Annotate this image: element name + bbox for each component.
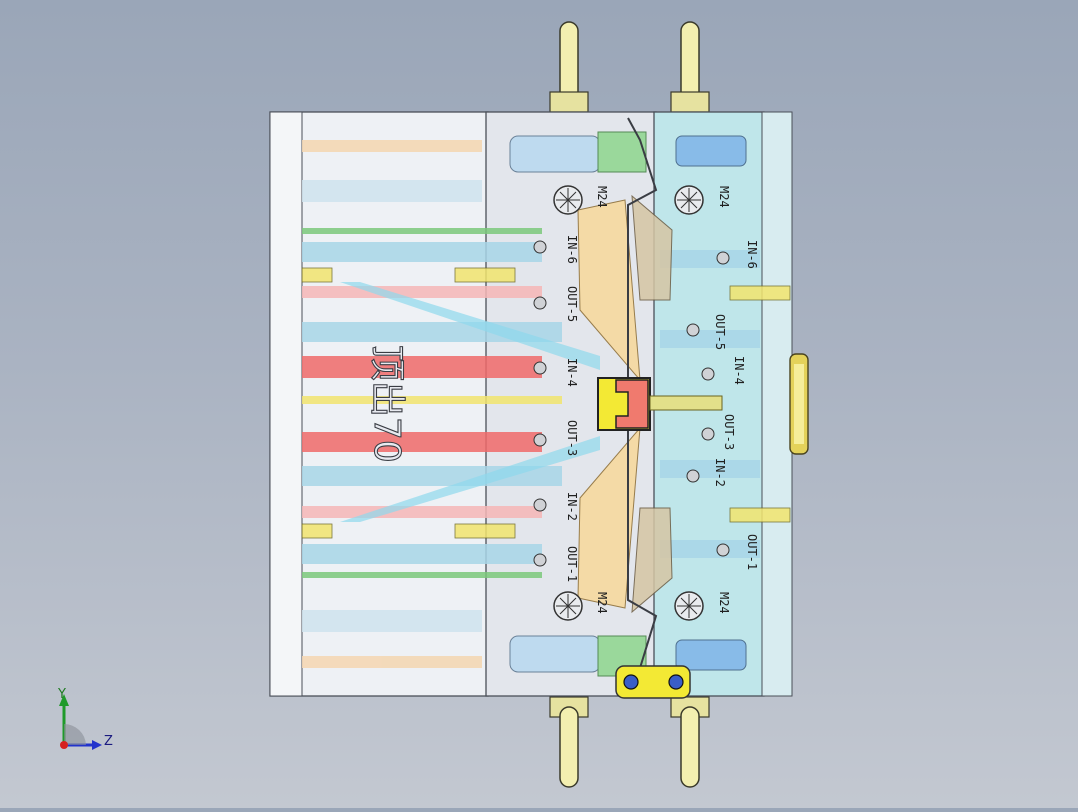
port-label-left: OUT-1 [565, 546, 579, 582]
port-label-left: OUT-3 [565, 420, 579, 456]
port-label-left: IN-6 [565, 235, 579, 264]
lifting-eye-icon [549, 696, 589, 788]
port-label-right: IN-2 [713, 458, 727, 487]
port-label-left: M24 [595, 186, 609, 208]
triad-arc [64, 724, 86, 745]
port-label-right: OUT-3 [722, 414, 736, 450]
engraving-text: 顶出70 [366, 345, 407, 463]
screw-head-icon [674, 185, 704, 215]
port-label-right: IN-4 [732, 356, 746, 385]
port-label-right: M24 [717, 592, 731, 614]
center-insert [615, 379, 649, 429]
left-outer-rail [269, 111, 303, 697]
port-label-left: IN-4 [565, 358, 579, 387]
screw-head-icon [674, 591, 704, 621]
cooling-channels [301, 131, 791, 677]
right-outer-rail [761, 111, 793, 697]
lifting-eye-icon [549, 21, 589, 113]
lifting-eye-icon [670, 696, 710, 788]
lifting-eye-icon [670, 21, 710, 113]
sprue-bar [649, 395, 723, 411]
y-axis-arrow-icon [59, 694, 69, 706]
port-label-right: IN-6 [745, 240, 759, 269]
port-label-right: OUT-5 [713, 314, 727, 350]
cavity-insert [577, 194, 673, 614]
screw-head-icon [553, 591, 583, 621]
z-axis-arrow-icon [92, 740, 102, 750]
screw-head-icon [553, 185, 583, 215]
port-label-left: OUT-5 [565, 286, 579, 322]
z-axis-label: Z [104, 734, 113, 749]
x-axis-dot [60, 741, 68, 749]
port-label-right: M24 [717, 186, 731, 208]
port-label-left: IN-2 [565, 492, 579, 521]
y-axis-label: Y [57, 687, 66, 702]
port-label-left: M24 [595, 592, 609, 614]
port-label-right: OUT-1 [745, 534, 759, 570]
locating-ring-face [794, 364, 804, 444]
orientation-triad[interactable]: Y Z [57, 687, 113, 750]
port-markers [533, 240, 730, 567]
diagonal-channels [340, 282, 600, 522]
clamp-bracket [615, 665, 691, 699]
